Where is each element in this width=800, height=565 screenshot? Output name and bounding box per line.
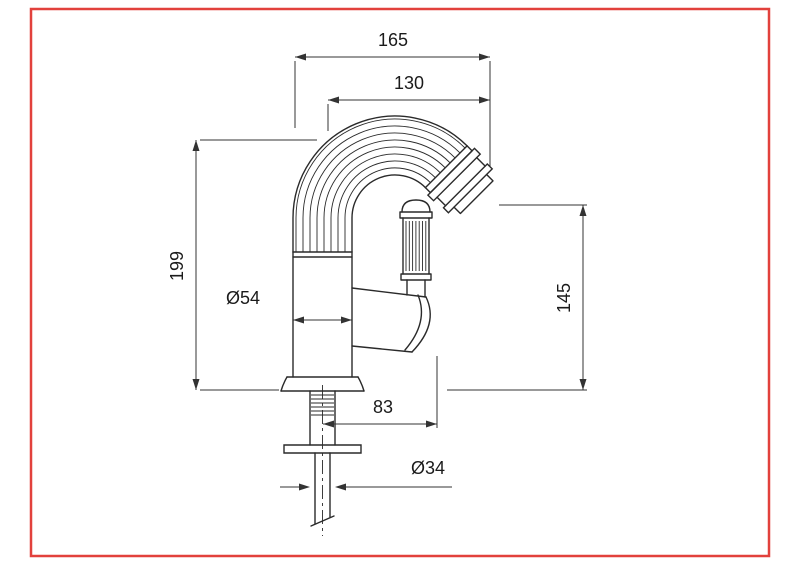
dim-label-shank-diameter: Ø34 xyxy=(411,458,445,478)
spout-outlet xyxy=(424,145,494,215)
mounting-plate xyxy=(283,444,362,454)
faucet-drawing xyxy=(280,115,494,536)
dim-spout-height: 145 xyxy=(447,204,587,391)
dim-label-spout-height: 145 xyxy=(554,283,574,313)
dim-body-diameter: Ø54 xyxy=(226,288,352,324)
dim-shank-diameter: Ø34 xyxy=(280,458,452,491)
spout-ribs xyxy=(295,118,466,252)
handle-base xyxy=(351,287,431,353)
dim-overall-height: 199 xyxy=(167,139,317,391)
faucet-body xyxy=(292,251,353,378)
dim-label-body-diameter: Ø54 xyxy=(226,288,260,308)
dim-label-overall-height: 199 xyxy=(167,251,187,281)
dim-spout-reach: 130 xyxy=(327,73,490,131)
dim-handle-projection: 83 xyxy=(323,356,438,428)
frame-border xyxy=(29,7,771,558)
dim-label-spout-reach: 130 xyxy=(394,73,424,93)
dim-label-overall-width: 165 xyxy=(378,30,408,50)
dim-overall-width: 165 xyxy=(294,30,491,167)
handle-lever xyxy=(399,199,433,298)
spout-outline xyxy=(292,115,468,253)
dim-label-handle-projection: 83 xyxy=(373,397,393,417)
handle-lever-ribs xyxy=(405,221,427,271)
